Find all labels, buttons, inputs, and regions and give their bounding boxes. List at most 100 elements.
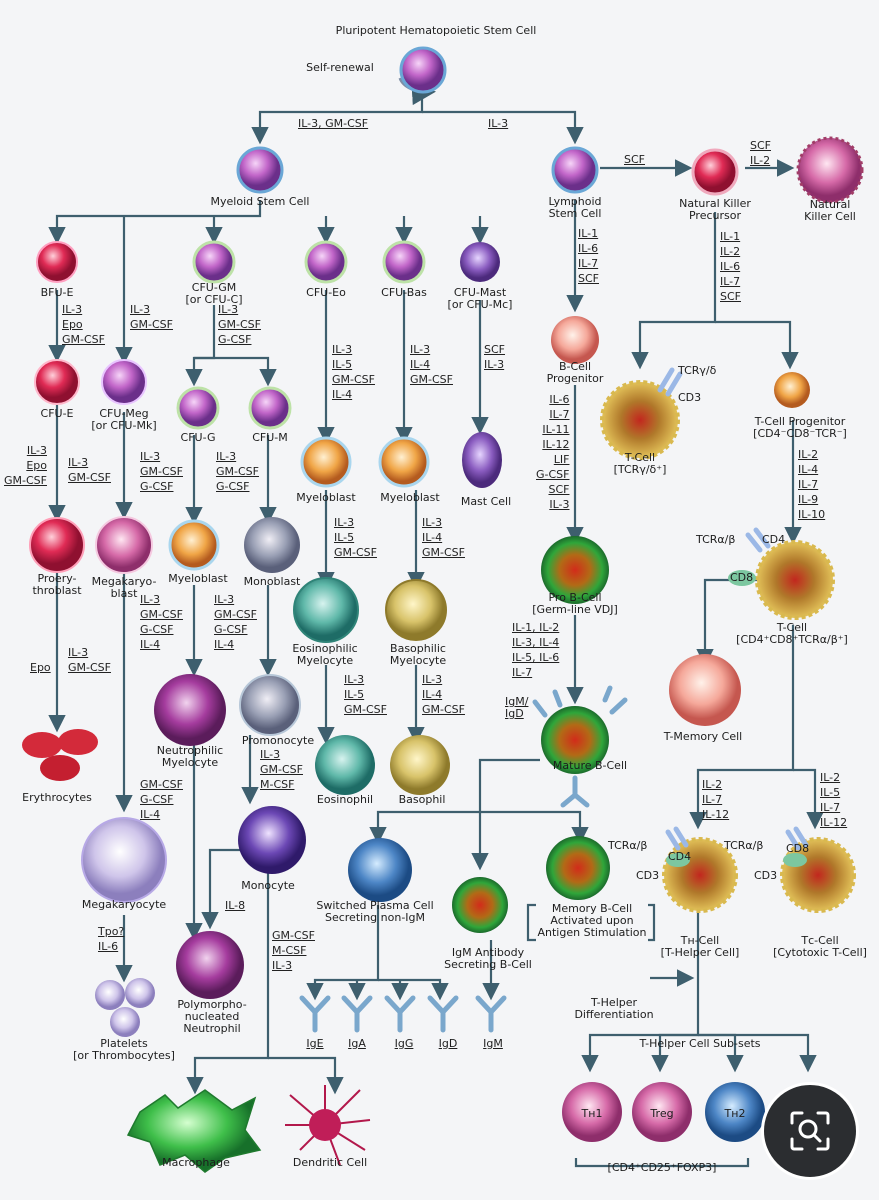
growth-factor: IL-3 [216, 450, 237, 463]
neutro-myelocyte-cell [154, 674, 226, 746]
eosinophil-cell [315, 735, 375, 795]
mast-cell [462, 432, 502, 488]
growth-factor: M-CSF [272, 944, 307, 957]
proerythroblast-cell [29, 517, 85, 573]
cd4-label-1: CD4 [762, 533, 786, 546]
growth-factor: G-CSF [140, 793, 174, 806]
t-gd-label: T-Cell [TCRγ/δ⁺] [613, 451, 667, 476]
growth-factor: GM-CSF [332, 373, 375, 386]
title-label: Pluripotent Hematopoietic Stem Cell [335, 24, 537, 37]
growth-factor: SCF [548, 483, 570, 496]
cfu-eo-cell [304, 240, 348, 284]
t-memory-label: T-Memory Cell [663, 730, 743, 743]
growth-factor: IL-1, IL-2 [512, 621, 560, 634]
monocyte-cell [238, 806, 306, 874]
myeloid-stem-cell [236, 146, 284, 194]
megakaryocyte-label: Megakaryocyte [81, 898, 167, 911]
plasma-cell [348, 838, 412, 902]
antibody-shapes [299, 685, 628, 1033]
cfu-meg-cell [101, 359, 147, 405]
growth-factor: SCF [750, 139, 771, 152]
growth-factor: IL-4 [422, 688, 443, 701]
growth-factor: IL-12 [820, 816, 848, 829]
growth-factor: IL-4 [410, 358, 431, 371]
growth-factor: IL-3 [140, 593, 161, 606]
platelets-label: Platelets [or Thrombocytes] [73, 1037, 175, 1062]
t-memory-cell [669, 654, 741, 726]
growth-factor: IL-7 [820, 801, 841, 814]
search-lens-button[interactable] [761, 1082, 859, 1180]
baso-myelocyte-label: Basophilic Myelocyte [389, 642, 447, 667]
self-renewal-label: Self-renewal [306, 61, 374, 74]
tcr-gd-label: TCRγ/δ [678, 364, 717, 377]
th-subsets-label: T-Helper Cell Sub-sets [639, 1037, 761, 1050]
growth-factor: IL-4 [332, 388, 353, 401]
antibody-iga-label: IgA [348, 1037, 366, 1050]
foxp3-label: [CD4⁺CD25⁺FOXP3] [607, 1161, 717, 1174]
bfu-e-label: BFU-E [40, 286, 74, 299]
basophil-label: Basophil [398, 793, 446, 806]
th-cell-label: Tʜ-Cell [T-Helper Cell] [660, 934, 740, 959]
growth-factor: GM-CSF [140, 778, 183, 791]
antibody-igm-label: IgM [483, 1037, 503, 1050]
growth-factor: Epo [26, 459, 47, 472]
growth-factor: Epo [62, 318, 83, 331]
cfu-mast-label: CFU-Mast [or CFU-Mc] [447, 286, 513, 311]
stem-cell [399, 46, 447, 94]
cfu-eo-label: CFU-Eo [306, 286, 346, 299]
cfu-gm-label: CFU-GM [or CFU-C] [185, 281, 243, 306]
growth-factor: IL-4 [140, 638, 161, 651]
growth-factor: IL-4 [140, 808, 161, 821]
growth-factor: IL-3 [332, 343, 353, 356]
growth-factor: GM-CSF [334, 546, 377, 559]
pmn-cell [176, 931, 244, 999]
megakaryocyte-cell [81, 817, 167, 903]
growth-factor: IL-6 [720, 260, 741, 273]
cfu-e-cell [34, 359, 80, 405]
nk-cell-label: Natural Killer Cell [804, 198, 856, 223]
growth-factor: IL-4 [798, 463, 819, 476]
nk-cell [796, 136, 864, 204]
growth-factor: IL-11 [542, 423, 570, 436]
t-dp-label: T-Cell [CD4⁺CD8⁺TCRα/β⁺] [736, 621, 848, 646]
growth-factor: IL-6 [98, 940, 119, 953]
growth-factor: IL-2 [720, 245, 741, 258]
monocyte-label: Monocyte [241, 879, 295, 892]
tcr-ab-label-1: TCRα/β [696, 533, 736, 546]
growth-factor: G-CSF [216, 480, 250, 493]
igm-secreting-cell [452, 877, 508, 933]
cd4-label-2: CD4 [668, 850, 692, 863]
megakaryoblast-label: Megakaryo- blast [91, 575, 157, 600]
dendritic-label: Dendritic Cell [292, 1156, 368, 1169]
factors-f32: IL-8 [225, 898, 245, 913]
growth-factor: IL-3, IL-4 [512, 636, 560, 649]
growth-factor: IL-7 [512, 666, 533, 679]
pro-b-cell [541, 536, 609, 604]
eo-myelocyte-cell [293, 577, 359, 643]
igm-igd-label: IgM/ IgD [505, 695, 529, 720]
growth-factor: IL-3 [488, 117, 509, 130]
bfu-e-cell [36, 241, 78, 283]
cfu-g-label: CFU-G [180, 431, 216, 444]
treg-label: Treg [650, 1107, 674, 1120]
t-progenitor-cell [774, 372, 810, 408]
factors-f1: IL-3, GM-CSF [298, 116, 368, 131]
growth-factor: IL-5 [334, 531, 355, 544]
mature-b-cell [541, 706, 609, 774]
th2-label: Tʜ2 [724, 1107, 746, 1120]
growth-factor: G-CSF [140, 623, 174, 636]
growth-factor: IL-3 [334, 516, 355, 529]
macrophage-cell [126, 1089, 262, 1173]
growth-factor: G-CSF [214, 623, 248, 636]
